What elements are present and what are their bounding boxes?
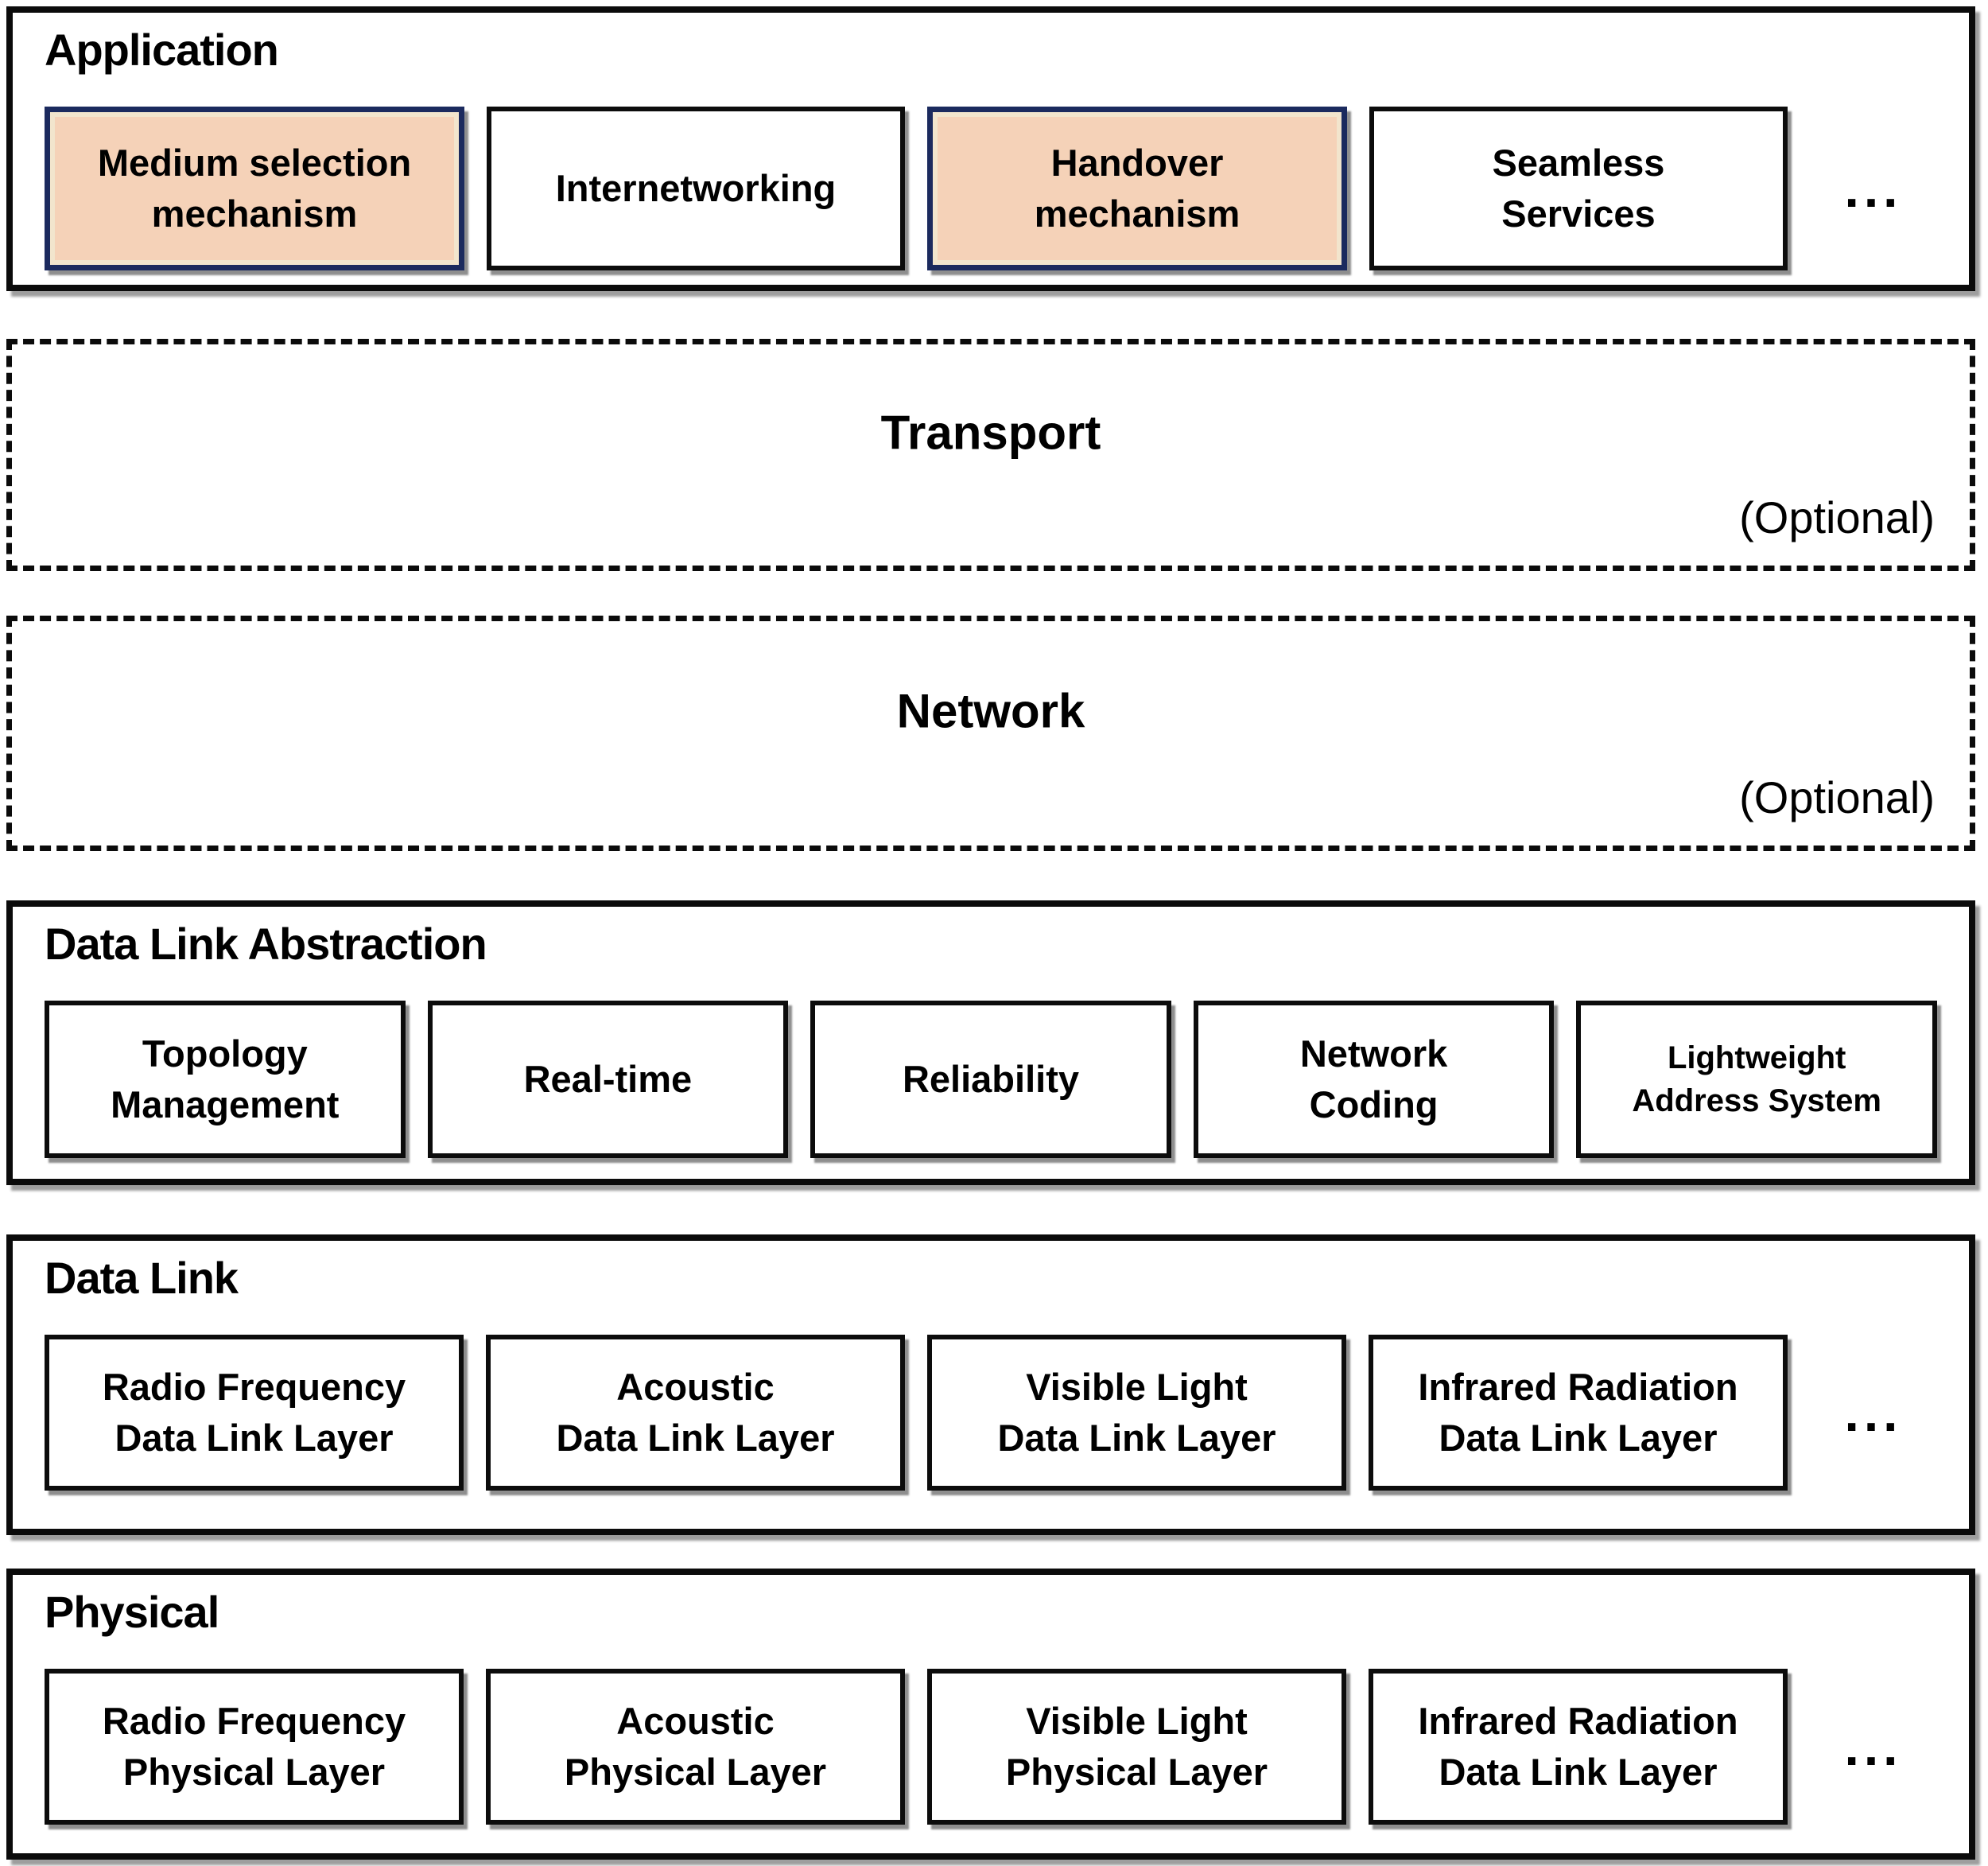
physical-box-row: Radio Frequency Physical Layer Acoustic …: [45, 1668, 1937, 1825]
box-label: Radio Frequency Data Link Layer: [102, 1366, 406, 1459]
network-optional-note: (Optional): [1739, 772, 1935, 822]
section-data-link-abstraction: Data Link Abstraction Topology Managemen…: [6, 900, 1975, 1185]
section-network: Network (Optional): [6, 616, 1975, 851]
data-link-title: Data Link: [45, 1253, 239, 1303]
data-link-abstraction-box-row: Topology Management Real-time Reliabilit…: [45, 1000, 1937, 1158]
box-label: Handover mechanism: [1034, 142, 1241, 235]
box-label: Radio Frequency Physical Layer: [102, 1700, 406, 1793]
box-label: Internetworking: [555, 166, 837, 209]
application-box-row: Medium selection mechanism Internetworki…: [45, 106, 1937, 270]
box-topology-management: Topology Management: [45, 1000, 406, 1158]
box-label: Visible Light Physical Layer: [1005, 1700, 1268, 1793]
box-label: Reliability: [902, 1057, 1079, 1100]
data-link-ellipsis: ...: [1844, 1382, 1903, 1442]
box-infrared-radiation-physical: Infrared Radiation Data Link Layer: [1369, 1668, 1788, 1825]
physical-title: Physical: [45, 1587, 219, 1637]
box-radio-frequency-physical: Radio Frequency Physical Layer: [45, 1668, 464, 1825]
transport-title: Transport: [880, 406, 1101, 460]
box-reliability: Reliability: [810, 1000, 1171, 1158]
box-visible-light-physical: Visible Light Physical Layer: [927, 1668, 1346, 1825]
network-title: Network: [896, 684, 1085, 738]
box-internetworking: Internetworking: [487, 106, 905, 270]
box-handover-mechanism: Handover mechanism: [927, 106, 1347, 270]
box-medium-selection-mechanism: Medium selection mechanism: [45, 106, 464, 270]
box-label: Network Coding: [1299, 1032, 1448, 1125]
box-label: Topology Management: [111, 1032, 340, 1125]
box-label: Visible Light Data Link Layer: [997, 1366, 1276, 1459]
box-network-coding: Network Coding: [1193, 1000, 1555, 1158]
box-label: Seamless Services: [1492, 142, 1665, 235]
box-label: Infrared Radiation Data Link Layer: [1418, 1700, 1738, 1793]
box-label: Infrared Radiation Data Link Layer: [1418, 1366, 1738, 1459]
section-data-link: Data Link Radio Frequency Data Link Laye…: [6, 1234, 1975, 1535]
box-label: Real-time: [523, 1057, 693, 1100]
section-transport: Transport (Optional): [6, 339, 1975, 571]
box-label: Lightweight Address System: [1632, 1040, 1881, 1118]
box-acoustic-physical: Acoustic Physical Layer: [486, 1668, 905, 1825]
data-link-abstraction-title: Data Link Abstraction: [45, 919, 487, 969]
physical-ellipsis: ...: [1844, 1716, 1903, 1776]
transport-optional-note: (Optional): [1739, 492, 1935, 542]
box-lightweight-address-system: Lightweight Address System: [1576, 1000, 1937, 1158]
box-label: Acoustic Data Link Layer: [556, 1366, 835, 1459]
box-seamless-services: Seamless Services: [1369, 106, 1788, 270]
box-radio-frequency-data-link: Radio Frequency Data Link Layer: [45, 1334, 464, 1491]
section-application: Application Medium selection mechanism I…: [6, 6, 1975, 291]
box-visible-light-data-link: Visible Light Data Link Layer: [927, 1334, 1346, 1491]
box-acoustic-data-link: Acoustic Data Link Layer: [486, 1334, 905, 1491]
box-label: Medium selection mechanism: [97, 142, 412, 235]
section-physical: Physical Radio Frequency Physical Layer …: [6, 1569, 1975, 1860]
data-link-box-row: Radio Frequency Data Link Layer Acoustic…: [45, 1334, 1937, 1491]
box-real-time: Real-time: [427, 1000, 789, 1158]
box-infrared-radiation-data-link: Infrared Radiation Data Link Layer: [1369, 1334, 1788, 1491]
box-label: Acoustic Physical Layer: [564, 1700, 827, 1793]
application-ellipsis: ...: [1844, 158, 1903, 218]
application-title: Application: [45, 25, 279, 75]
